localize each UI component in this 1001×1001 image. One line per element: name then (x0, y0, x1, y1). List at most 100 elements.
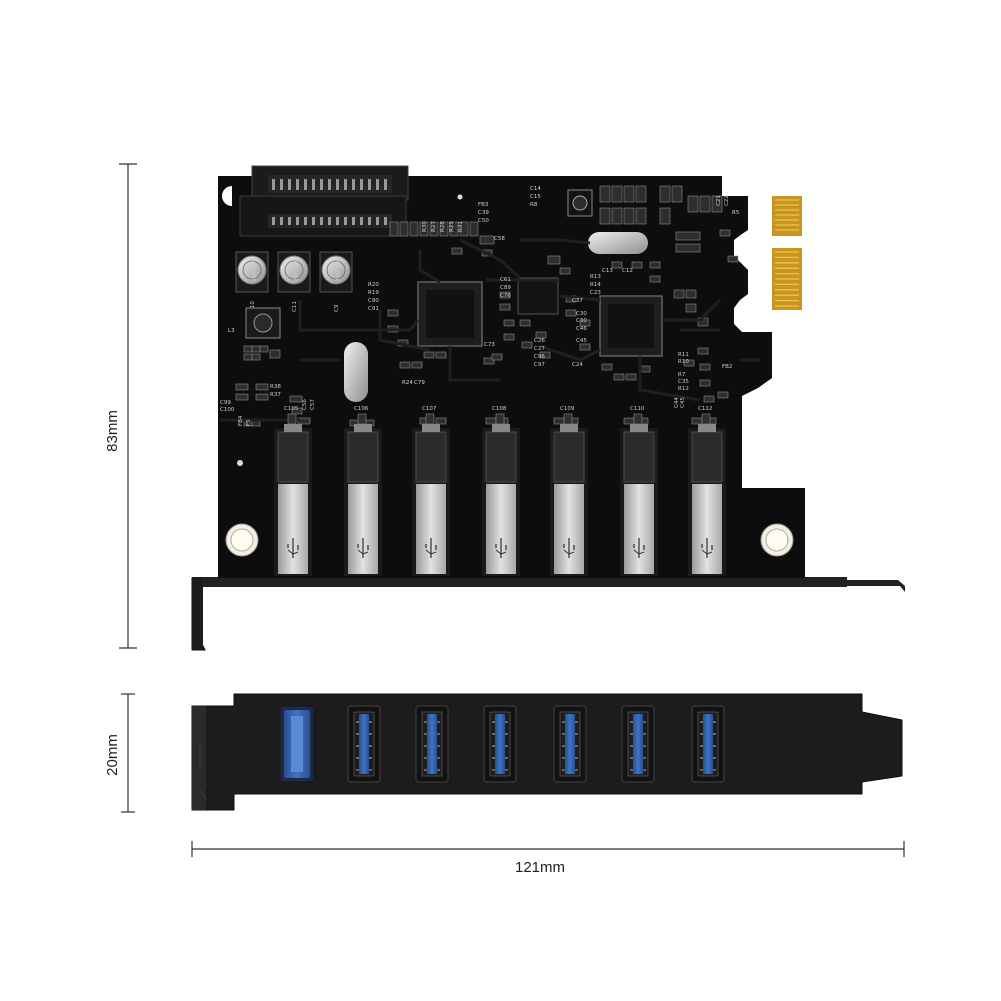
smd-part (553, 417, 565, 425)
smd-part (675, 243, 701, 253)
silk-chip2: C45 (576, 338, 587, 344)
smd-part (687, 195, 699, 213)
smd-part (259, 345, 269, 353)
silk-r-row: R28 (440, 221, 446, 232)
smd-part (635, 207, 647, 225)
smd-part (717, 391, 729, 399)
smd-part (519, 319, 531, 327)
silk-right: R10 (678, 359, 689, 365)
smd-part (449, 221, 459, 237)
smd-part (423, 351, 435, 359)
silk-right-top: R8 (530, 202, 538, 208)
smd-part (565, 309, 577, 317)
bracket-height-dimension: 20mm (104, 693, 135, 813)
smd-part (483, 357, 495, 365)
via (457, 194, 463, 200)
usb-port-top: C110 (620, 406, 658, 576)
smd-part (429, 221, 439, 237)
inductor-l3 (245, 307, 281, 339)
pcb-trace (539, 344, 601, 362)
usb-ports-front-view (279, 705, 725, 783)
smd-part (251, 345, 261, 353)
silk-chip1: C76 (500, 293, 511, 299)
silk-right: C44 (674, 397, 680, 408)
silk-misc: C12 (622, 268, 633, 274)
port-capacitor-label: C109 (560, 406, 575, 412)
silk-chip2: C46 (576, 326, 587, 332)
silk-left: R38 (270, 384, 281, 390)
usb-port-front (347, 705, 381, 783)
smd-part (659, 207, 671, 225)
smd-part (399, 221, 409, 237)
usb-port-front (415, 705, 449, 783)
pcb-trace (378, 310, 431, 352)
smd-part (289, 395, 303, 403)
smd-part (451, 247, 463, 255)
smd-part (703, 395, 715, 403)
pcie-gold-fingers (772, 196, 802, 310)
smd-part (649, 275, 661, 283)
smd-part (601, 363, 613, 371)
silk-chip2: C30 (576, 318, 587, 324)
usb-port-front (279, 705, 315, 783)
silk-mid: C91 (368, 306, 379, 312)
silk-mid: R19 (368, 290, 379, 296)
smd-part (683, 359, 695, 367)
height-dimension: 83mm (104, 163, 137, 649)
port-capacitor-label: C108 (492, 406, 507, 412)
crystal-vertical (344, 342, 368, 402)
silk-r-row: R30 (422, 221, 428, 232)
smd-part (611, 185, 623, 203)
smd-part (439, 221, 449, 237)
silk-r-row: R27 (431, 221, 437, 232)
silk-chip2: C23 (590, 290, 601, 296)
silk-chip2: C30 (576, 311, 587, 317)
port-capacitor-label: C112 (698, 406, 712, 412)
smd-part (435, 351, 447, 359)
smd-part (469, 221, 479, 237)
silk-right: R7 (678, 372, 686, 378)
smd-part (559, 267, 571, 275)
silk-chip2: C24 (572, 362, 583, 368)
pcb-trace (448, 346, 500, 382)
controller-chip-1 (417, 281, 483, 347)
smd-part (699, 195, 711, 213)
smd-part (291, 407, 303, 415)
capacitor-rating: 220 16V (252, 258, 258, 281)
smd-part (435, 417, 447, 425)
silk-bottom-mid: C73 (484, 342, 495, 348)
silk-bottom-mid: C26 (534, 338, 545, 344)
smd-part (251, 353, 261, 361)
silk-left: C99 (220, 400, 231, 406)
smd-part (269, 349, 281, 359)
pcb-trace (638, 356, 701, 402)
silk-chip2: C37 (572, 298, 583, 304)
silk-right: C35 (678, 379, 689, 385)
smd-part (625, 373, 637, 381)
usb-port-top: C109 (550, 406, 588, 576)
silk-right: R12 (678, 386, 689, 392)
port-capacitor-label: C107 (422, 406, 437, 412)
usb-port-front (483, 705, 517, 783)
capacitor-ref: C11 (292, 301, 298, 312)
bracket-edge (191, 577, 906, 651)
silk-chip1: C61 (500, 277, 511, 283)
bracket-height-label: 20mm (104, 734, 121, 776)
silk-mid: R20 (368, 282, 379, 288)
silk-r-row: R31 (458, 221, 464, 232)
smd-part (255, 383, 269, 391)
smd-part (387, 309, 399, 317)
port-capacitor-label: C110 (630, 406, 645, 412)
smd-part (691, 417, 703, 425)
silk-left: R37 (270, 392, 281, 398)
crystal-horizontal (588, 232, 648, 254)
smd-part (411, 361, 423, 369)
silk-top: FB3 (478, 202, 489, 208)
usb-port-top: C105 (274, 406, 312, 576)
sata-power-connector (239, 165, 409, 237)
